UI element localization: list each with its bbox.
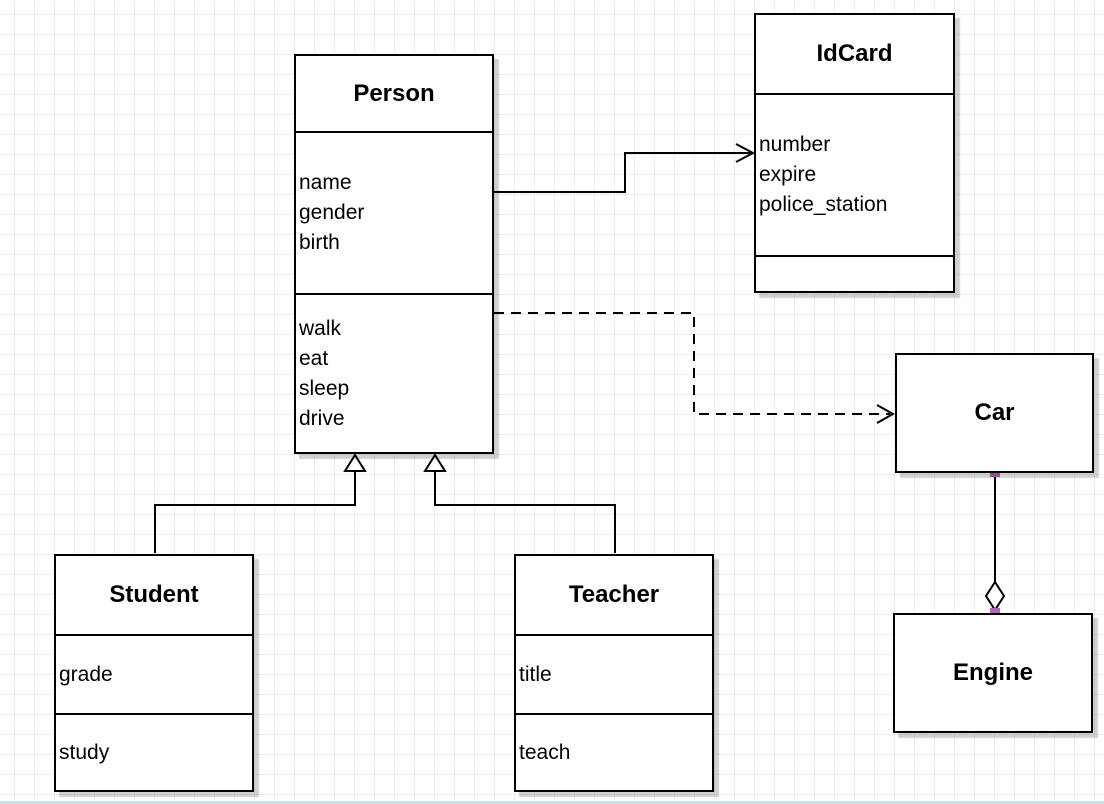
class-title: Person xyxy=(353,79,435,107)
attribute: gender xyxy=(299,201,365,224)
methods-compartment: teach xyxy=(516,713,712,790)
attribute: expire xyxy=(759,163,817,186)
method: walk xyxy=(299,316,342,340)
class-title: Teacher xyxy=(568,581,660,608)
class-title: Engine xyxy=(952,659,1033,686)
methods-compartment: study xyxy=(56,713,252,790)
connector-teacher-person[interactable] xyxy=(423,453,616,553)
attribute: number xyxy=(759,133,831,156)
method: study xyxy=(59,740,110,764)
method: eat xyxy=(299,346,329,370)
open-arrow-icon xyxy=(876,404,896,424)
attributes-compartment: name gender birth xyxy=(296,131,492,293)
attribute: birth xyxy=(299,231,340,254)
class-teacher[interactable]: Teacher title teach xyxy=(514,554,714,792)
method: teach xyxy=(519,740,571,764)
class-title: Student xyxy=(109,581,199,608)
attributes-compartment: grade xyxy=(56,634,252,713)
class-person[interactable]: Person name gender birth walk eat sleep … xyxy=(294,54,494,454)
method: drive xyxy=(299,406,345,430)
attribute: police_station xyxy=(759,193,888,216)
attribute: name xyxy=(299,171,352,194)
attributes-compartment: number expire police_station xyxy=(756,93,953,255)
connector-person-idcard[interactable] xyxy=(494,143,756,193)
method: sleep xyxy=(299,376,350,400)
class-car[interactable]: Car xyxy=(895,353,1094,473)
connector-car-engine[interactable] xyxy=(984,467,1006,618)
attributes-compartment: title xyxy=(516,634,712,713)
methods-compartment: walk eat sleep drive xyxy=(296,293,492,452)
hollow-diamond-icon xyxy=(984,580,1006,612)
class-idcard[interactable]: IdCard number expire police_station xyxy=(754,13,955,293)
hollow-triangle-icon xyxy=(343,453,367,472)
hollow-triangle-icon xyxy=(423,453,447,472)
canvas-bottom-edge xyxy=(0,801,1104,804)
open-arrow-icon xyxy=(735,143,756,163)
class-engine[interactable]: Engine xyxy=(893,613,1093,733)
connector-student-person[interactable] xyxy=(154,453,367,553)
class-title: Car xyxy=(974,399,1015,426)
methods-compartment xyxy=(756,255,953,291)
class-student[interactable]: Student grade study xyxy=(54,554,254,792)
attribute: title xyxy=(519,662,552,686)
attribute: grade xyxy=(59,662,113,686)
class-title: IdCard xyxy=(816,40,893,67)
connector-person-car[interactable] xyxy=(494,312,896,424)
